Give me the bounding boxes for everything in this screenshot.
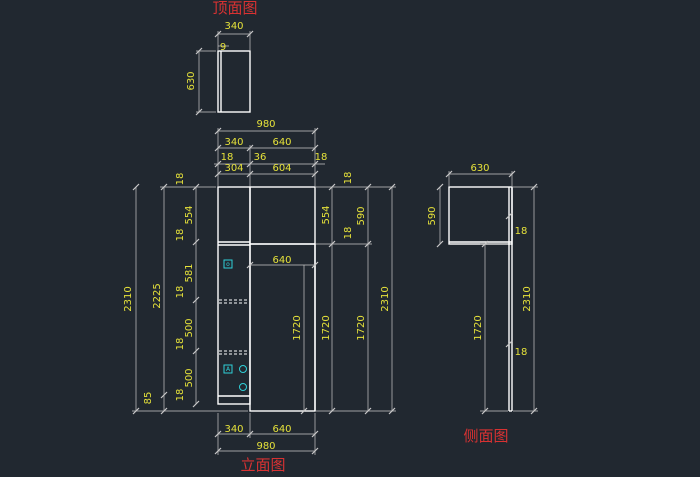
stack-label-8: 18 bbox=[175, 389, 186, 402]
side-lower: 1720 bbox=[473, 315, 484, 340]
front-hanging-height: 1720 bbox=[292, 315, 303, 340]
front-gap: 36 bbox=[254, 152, 267, 163]
round-fixture-icon-2 bbox=[239, 383, 247, 391]
front-total-width-top: 980 bbox=[256, 119, 275, 130]
side-depth: 630 bbox=[470, 163, 489, 174]
right-hanging-3: 1720 bbox=[356, 315, 367, 340]
right-mid-board: 18 bbox=[343, 227, 354, 240]
stack-label-2: 18 bbox=[175, 229, 186, 242]
left-stack-labels: 18 554 18 581 18 500 18 500 18 bbox=[175, 173, 195, 402]
top-view: 340 9 630 bbox=[186, 21, 254, 116]
svg-text:A: A bbox=[226, 366, 231, 373]
right-total-height: 2310 bbox=[380, 286, 391, 311]
square-fixture-icon bbox=[223, 259, 233, 269]
stack-label-4: 18 bbox=[175, 286, 186, 299]
right-hanging-cabinet bbox=[249, 243, 316, 412]
top-wall-label: 9 bbox=[220, 42, 226, 53]
side-total: 2310 bbox=[522, 286, 533, 311]
side-board-2: 18 bbox=[515, 347, 528, 358]
top-view-outline bbox=[217, 50, 251, 113]
right-top-board: 18 bbox=[343, 172, 354, 185]
front-left-width-top: 340 bbox=[224, 137, 243, 148]
svg-text:o: o bbox=[226, 261, 230, 268]
side-board-1: 18 bbox=[515, 226, 528, 237]
front-plinth: 85 bbox=[143, 392, 154, 405]
front-body-height: 2225 bbox=[152, 283, 163, 308]
front-right-width-top: 640 bbox=[272, 137, 291, 148]
right-hanging-2: 1720 bbox=[321, 315, 332, 340]
side-view-title: 侧面图 bbox=[463, 427, 508, 445]
stack-label-7: 500 bbox=[184, 368, 195, 387]
top-depth-label: 630 bbox=[186, 71, 197, 90]
top-view-title: 顶面图 bbox=[212, 0, 257, 17]
right-upper-inner: 554 bbox=[321, 205, 332, 224]
side-view: 630 590 1720 18 18 2310 bbox=[427, 163, 538, 415]
front-view: o A 980 340 640 18 36 18 304 604 bbox=[123, 119, 396, 455]
bottom-total-width: 980 bbox=[256, 441, 275, 452]
stack-label-5: 500 bbox=[184, 318, 195, 337]
square-fixture-icon-2 bbox=[223, 364, 233, 374]
right-upper-total: 590 bbox=[356, 206, 367, 225]
front-view-title: 立面图 bbox=[240, 456, 285, 474]
right-upper-cabinet bbox=[249, 186, 316, 245]
stack-label-1: 554 bbox=[184, 205, 195, 224]
front-inner-left: 304 bbox=[224, 163, 243, 174]
round-fixture-icon bbox=[239, 365, 247, 373]
front-board-right: 18 bbox=[315, 152, 328, 163]
stack-label-3: 581 bbox=[184, 263, 195, 282]
front-inner-right: 604 bbox=[272, 163, 291, 174]
bottom-right-width: 640 bbox=[272, 424, 291, 435]
stack-label-0: 18 bbox=[175, 173, 186, 186]
stack-label-6: 18 bbox=[175, 338, 186, 351]
side-upper-cabinet bbox=[448, 186, 513, 245]
bottom-left-width: 340 bbox=[224, 424, 243, 435]
side-upper: 590 bbox=[427, 206, 438, 225]
front-board-left: 18 bbox=[221, 152, 234, 163]
front-hanging-width: 640 bbox=[272, 255, 291, 266]
front-total-height: 2310 bbox=[123, 286, 134, 311]
top-width-label: 340 bbox=[224, 21, 243, 32]
